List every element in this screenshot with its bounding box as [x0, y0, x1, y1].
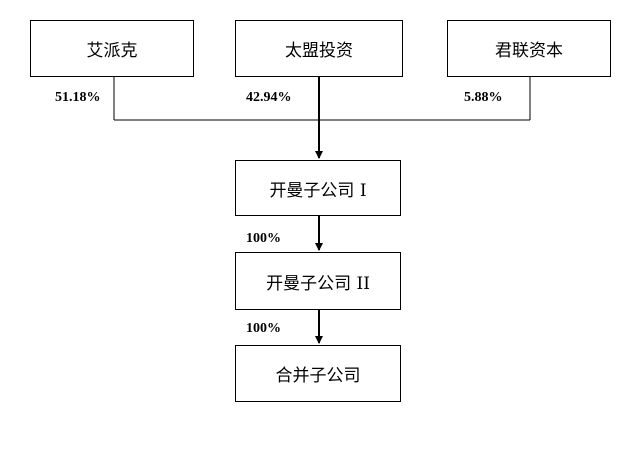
subsidiary-box-cayman-1: 开曼子公司 I — [235, 160, 401, 216]
percent-pag: 42.94% — [246, 90, 292, 105]
percent-legend: 5.88% — [464, 90, 503, 105]
percent-merger-sub: 100% — [246, 321, 281, 336]
shareholder-box-pag: 太盟投资 — [235, 20, 403, 77]
shareholder-box-legend: 君联资本 — [447, 20, 611, 77]
percent-cayman-2: 100% — [246, 231, 281, 246]
shareholder-box-apex: 艾派克 — [30, 20, 194, 77]
shareholder-name-apex: 艾派克 — [86, 41, 138, 61]
subsidiary-name-cayman-2: 开曼子公司 II — [266, 273, 370, 294]
subsidiary-box-merger-sub: 合并子公司 — [235, 345, 401, 402]
subsidiary-box-cayman-2: 开曼子公司 II — [235, 252, 401, 310]
percent-apex: 51.18% — [55, 90, 101, 105]
subsidiary-name-cayman-1: 开曼子公司 I — [269, 180, 367, 201]
shareholder-name-legend: 君联资本 — [495, 41, 563, 61]
shareholder-name-pag: 太盟投资 — [285, 41, 353, 61]
subsidiary-name-merger-sub: 合并子公司 — [275, 366, 361, 386]
